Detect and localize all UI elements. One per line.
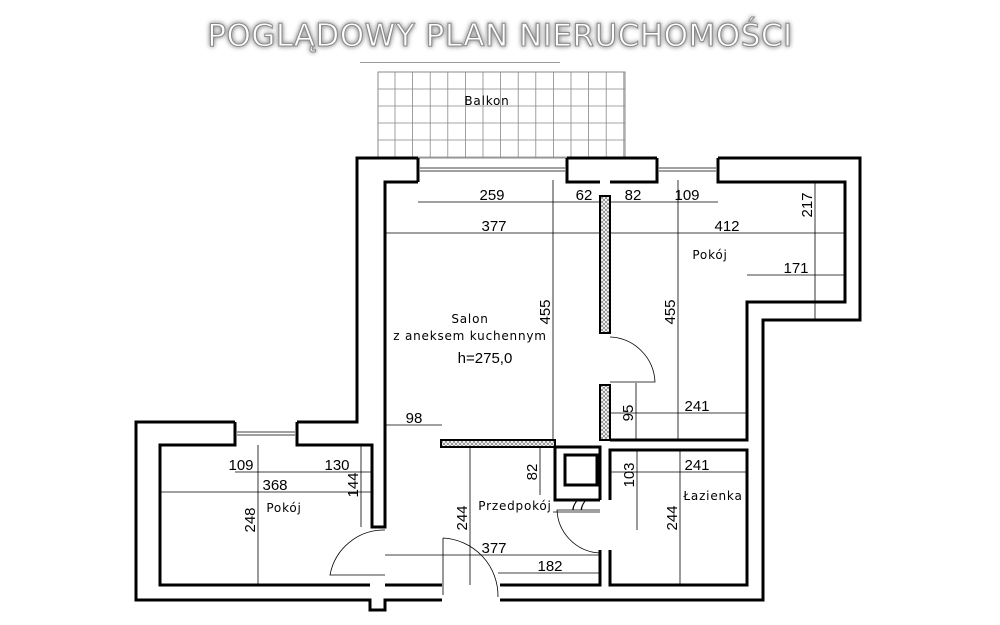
- dim: 241: [684, 398, 709, 415]
- salon-walls: [158, 180, 749, 587]
- dim: 455: [662, 299, 679, 324]
- ceiling-height: h=275,0: [458, 350, 513, 367]
- hall-label: Przedpokój: [478, 499, 551, 513]
- partition-wall: [440, 439, 556, 448]
- dim: 368: [262, 477, 287, 494]
- dim: 244: [454, 505, 471, 530]
- dim: 109: [674, 187, 699, 204]
- dimension-labels: 259 62 82 109 217 377 412 171 455 455 98…: [228, 187, 816, 575]
- dim: 103: [621, 462, 638, 487]
- dim: 95: [620, 405, 637, 422]
- windows: [237, 167, 716, 436]
- dim: 248: [242, 507, 259, 532]
- dim: 455: [537, 299, 554, 324]
- room-left-label: Pokój: [266, 501, 301, 515]
- page-title: POGLĄDOWY PLAN NIERUCHOMOŚCI: [207, 18, 793, 55]
- dim: 77: [570, 497, 587, 514]
- bathroom-label: Łazienka: [682, 489, 742, 503]
- dim: 130: [324, 457, 349, 474]
- title-underline: [360, 62, 560, 63]
- dim: 217: [799, 192, 816, 217]
- dim: 244: [664, 505, 681, 530]
- dim: 377: [481, 540, 506, 557]
- dim: 241: [684, 457, 709, 474]
- balcony: [377, 71, 626, 159]
- outer-wall: [134, 156, 862, 612]
- dim: 171: [783, 260, 808, 277]
- dim: 109: [228, 457, 253, 474]
- dim: 62: [576, 187, 593, 204]
- dim: 144: [345, 472, 362, 497]
- balcony-label: Balkon: [464, 94, 509, 108]
- partition-wall: [599, 195, 611, 334]
- room-right-label: Pokój: [692, 248, 727, 262]
- dim: 82: [625, 187, 642, 204]
- salon-label: Salon: [451, 312, 488, 326]
- partition-wall: [599, 384, 611, 441]
- dim: 412: [714, 218, 739, 235]
- dim: 98: [406, 410, 423, 427]
- salon-label-2: z aneksem kuchennym: [393, 329, 547, 343]
- dim: 377: [481, 218, 506, 235]
- dim: 259: [479, 187, 504, 204]
- dim: 82: [524, 464, 541, 481]
- dimension-lines: [160, 180, 845, 585]
- doors[interactable]: [329, 336, 656, 598]
- dim: 182: [537, 558, 562, 575]
